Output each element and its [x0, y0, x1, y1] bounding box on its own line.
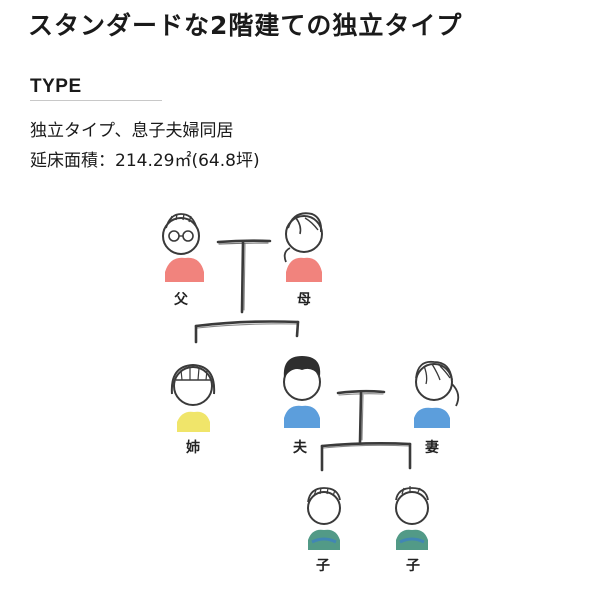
- sister-head-icon: [173, 366, 213, 406]
- father-label: 父: [173, 292, 189, 308]
- father-shirt: [165, 257, 204, 282]
- mother-shirt: [286, 257, 322, 282]
- member-child-2: 子: [395, 486, 429, 574]
- sister-shirt: [177, 411, 210, 432]
- mother-label: 母: [297, 292, 311, 308]
- children-sibling-line: [194, 320, 300, 328]
- type-divider: [30, 100, 162, 101]
- floor-area-text: 延床面積：214.29㎡(64.8坪): [30, 151, 260, 171]
- member-husband: 夫: [283, 356, 321, 456]
- member-child-1: 子: [307, 487, 341, 574]
- husband-shirt: [284, 405, 320, 428]
- wife-shirt: [414, 407, 450, 428]
- child2-head-icon: [395, 491, 429, 525]
- parents-descent-line: [240, 240, 245, 314]
- page-title: スタンダードな2階建ての独立タイプ: [28, 11, 463, 40]
- household-type-text: 独立タイプ、息子夫婦同居: [30, 121, 234, 141]
- family-tree-lines: [194, 239, 412, 472]
- member-father: 父: [162, 213, 204, 308]
- child1-head-icon: [307, 491, 341, 525]
- member-sister: 姉: [170, 363, 216, 456]
- husband-label: 夫: [293, 439, 308, 456]
- husband-branch-line: [295, 320, 300, 338]
- child2-label: 子: [406, 558, 420, 574]
- couple-marriage-line: [336, 389, 386, 395]
- parents-marriage-line: [216, 239, 272, 244]
- child1-label: 子: [316, 558, 330, 574]
- wife-head-icon: [415, 363, 453, 401]
- type-heading: TYPE: [30, 76, 82, 97]
- member-wife: 妻: [414, 360, 460, 456]
- husband-hair: [283, 356, 321, 378]
- wife-label: 妻: [425, 439, 439, 456]
- family-tree-diagram: 父 母 姉 夫 妻: [162, 212, 460, 574]
- couple-descent-line: [358, 391, 363, 444]
- sister-label: 姉: [186, 439, 200, 456]
- member-mother: 母: [283, 212, 323, 308]
- grandchildren-sibling-line: [320, 442, 412, 448]
